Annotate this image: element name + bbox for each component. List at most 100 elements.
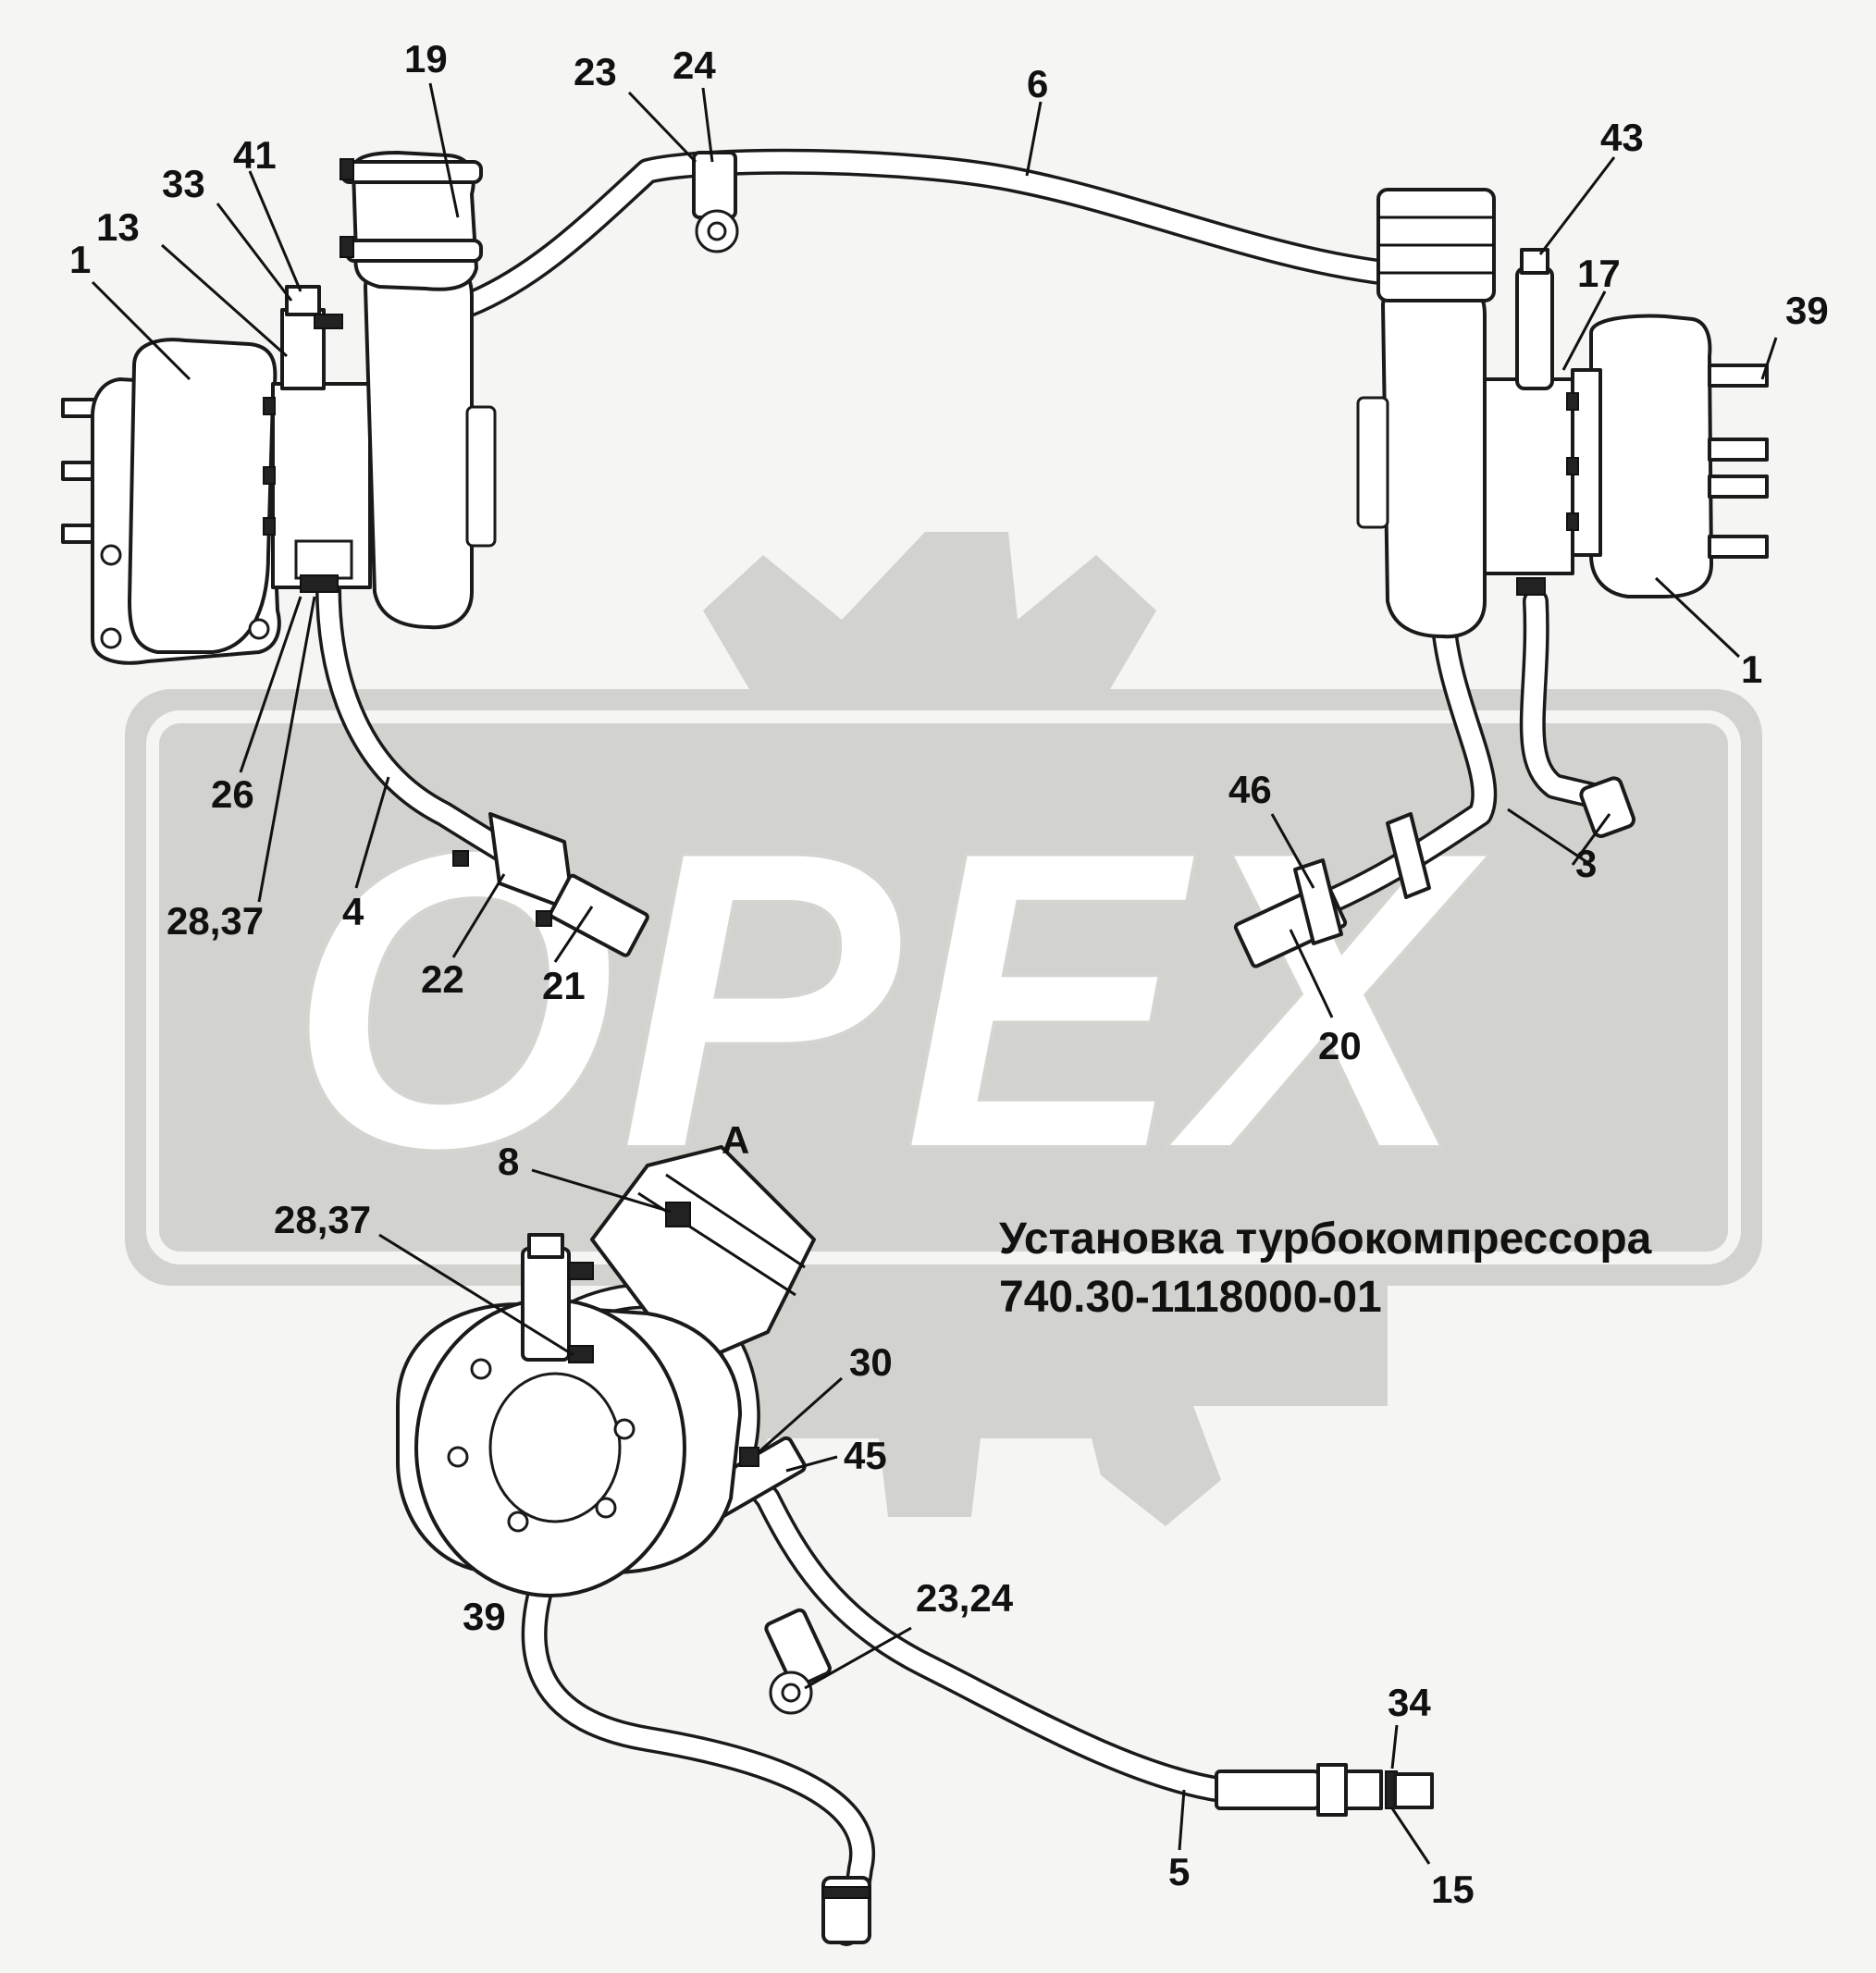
callout-28-37-top: 28,37 xyxy=(167,899,264,943)
callout-1-left: 1 xyxy=(69,238,91,281)
leader-5 xyxy=(1178,1789,1186,1851)
callout-20: 20 xyxy=(1318,1024,1362,1067)
right-stud-4 xyxy=(1708,535,1769,559)
right-stud-1 xyxy=(1708,364,1769,388)
callout-33: 33 xyxy=(162,162,205,205)
callout-13: 13 xyxy=(96,205,140,249)
view-a-flange-hole-2 xyxy=(470,1358,492,1380)
right-oil-inlet-fitting xyxy=(1515,266,1554,390)
leader-4 xyxy=(354,776,390,889)
left-bolt-1 xyxy=(263,397,276,415)
leader-1-left xyxy=(91,280,191,381)
right-bolt-3 xyxy=(1566,512,1579,531)
left-turbine-housing xyxy=(128,338,278,654)
right-center-housing xyxy=(1483,377,1574,575)
callout-17: 17 xyxy=(1577,252,1621,295)
left-flange-hole-1 xyxy=(100,544,122,566)
leader-43 xyxy=(1538,156,1616,255)
pipe-6 xyxy=(454,148,1456,318)
view-a-flange-hole-1 xyxy=(447,1446,469,1468)
clamp-23-24-bottom-hole xyxy=(781,1683,801,1703)
caption-part-number: 740.30-1118000-01 xyxy=(999,1273,1382,1322)
clamp-21-sleeve xyxy=(549,873,649,957)
clamp-23-24-top xyxy=(692,151,737,219)
leader-39-right xyxy=(1760,337,1778,380)
clamp-23-24-top-hole xyxy=(707,221,727,241)
right-drain-end xyxy=(1579,776,1635,838)
bottom-drain-band xyxy=(822,1886,870,1899)
left-oil-outlet-nut xyxy=(300,574,339,593)
caption-title: Установка турбокомпрессора xyxy=(999,1215,1652,1264)
leader-6 xyxy=(1025,101,1043,177)
view-a-oil-fitting xyxy=(521,1247,571,1362)
leader-3-b xyxy=(1571,813,1611,866)
right-fitting-nut xyxy=(1520,248,1549,275)
pipe-bottom-drain-inner xyxy=(525,1562,872,1943)
leader-33 xyxy=(216,203,293,302)
right-turbine-housing xyxy=(1589,314,1713,598)
leader-23-24-bottom xyxy=(804,1626,912,1690)
callout-45: 45 xyxy=(844,1434,887,1477)
left-bolt-3 xyxy=(263,517,276,536)
pipe-3-a-inner xyxy=(1285,605,1494,926)
leader-45 xyxy=(785,1455,838,1473)
leader-13 xyxy=(161,243,288,358)
leader-19 xyxy=(428,82,460,218)
view-a-rib-2 xyxy=(665,1173,806,1269)
leader-26 xyxy=(239,596,302,773)
leader-46 xyxy=(1270,813,1315,889)
callout-23: 23 xyxy=(574,50,617,93)
watermark: OPEX xyxy=(125,532,1762,1526)
callout-labels: 19 23 24 6 43 41 33 13 1 17 39 1 26 28,3… xyxy=(69,37,1829,1911)
callout-39-right: 39 xyxy=(1785,289,1829,332)
left-bolt-2 xyxy=(263,466,276,485)
caption: Установка турбокомпрессора 740.30-111800… xyxy=(999,1215,1652,1322)
callout-6: 6 xyxy=(1027,62,1048,105)
callout-24: 24 xyxy=(673,43,716,87)
callout-19: 19 xyxy=(404,37,448,80)
callout-23-24-bottom: 23,24 xyxy=(916,1576,1014,1620)
left-compressor-housing xyxy=(364,262,474,630)
leader-22 xyxy=(451,873,506,958)
callout-15: 15 xyxy=(1431,1868,1475,1911)
clamp-23-24-bottom xyxy=(764,1608,832,1689)
callout-1-right: 1 xyxy=(1741,647,1762,691)
clamp-22-bolt-b xyxy=(536,910,552,927)
callout-46: 46 xyxy=(1228,768,1272,811)
leader-lines xyxy=(91,82,1778,1865)
right-turbocharger xyxy=(1356,188,1769,639)
callout-8: 8 xyxy=(498,1140,519,1183)
view-a-turbocharger xyxy=(396,776,1635,1944)
left-clamp-screw-upper xyxy=(339,158,354,180)
right-stud-2 xyxy=(1708,438,1769,462)
view-a-flange-hole-6 xyxy=(507,1511,529,1533)
leader-34 xyxy=(1390,1724,1399,1770)
leader-20 xyxy=(1289,929,1334,1018)
callout-21: 21 xyxy=(542,964,586,1007)
left-flange-hole-3 xyxy=(248,618,270,640)
left-turbocharger xyxy=(61,151,497,665)
watermark-plate-border xyxy=(146,710,1741,1264)
leader-23 xyxy=(627,91,697,164)
leader-17 xyxy=(1561,290,1607,371)
leader-24 xyxy=(701,87,714,163)
callout-34: 34 xyxy=(1388,1681,1431,1724)
leader-1-right xyxy=(1654,576,1741,659)
view-a-fitting-banjo xyxy=(568,1262,594,1280)
view-label-a: A xyxy=(722,1118,749,1162)
coupling-fitting xyxy=(1344,1770,1383,1810)
left-fitting-nut xyxy=(285,285,321,316)
leader-28-37-bottom xyxy=(378,1233,574,1357)
callout-22: 22 xyxy=(421,957,464,1001)
left-oil-outlet xyxy=(294,539,353,580)
view-a-fitting-nut xyxy=(527,1233,564,1259)
leader-41 xyxy=(248,170,302,292)
callout-39-bottom: 39 xyxy=(463,1595,506,1638)
clamp-22-bolt-a xyxy=(452,850,469,867)
right-compressor-housing xyxy=(1381,280,1487,639)
callout-43: 43 xyxy=(1600,116,1644,159)
leader-15 xyxy=(1390,1807,1431,1865)
left-hose-clamp-upper xyxy=(340,160,483,184)
